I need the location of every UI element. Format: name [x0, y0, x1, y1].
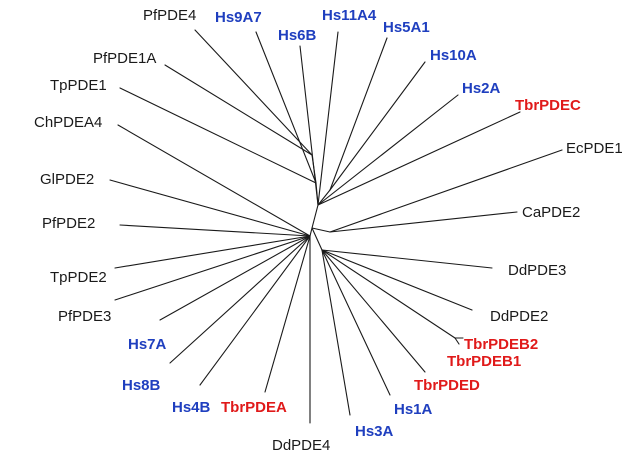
branch-pfpde1a [164, 64, 313, 156]
branch-hs8b [169, 235, 311, 364]
branch-hs3a [321, 249, 351, 416]
branch-ddpde2 [321, 249, 473, 311]
branch-tbrpdec [317, 111, 521, 206]
branch-tppde1 [119, 87, 317, 184]
leaf-label-hs5a1: Hs5A1 [383, 19, 430, 36]
leaf-label-hs10a: Hs10A [430, 47, 477, 64]
branch-pfpde3 [114, 235, 311, 301]
branch-hs4b [199, 235, 311, 386]
branch-glpde2 [109, 179, 311, 237]
branch-chpdea4 [117, 124, 311, 237]
leaf-label-hs3a: Hs3A [355, 423, 394, 440]
branch-internal [317, 189, 331, 206]
branch-hs2a [317, 94, 459, 206]
leaf-label-tbrpdea: TbrPDEA [221, 399, 287, 416]
leaf-label-ddpde2: DdPDE2 [490, 308, 548, 325]
leaf-label-ecpde1: EcPDE1 [566, 140, 623, 157]
leaf-label-ddpde3: DdPDE3 [508, 262, 566, 279]
leaf-label-pfpde2: PfPDE2 [42, 215, 95, 232]
branch-hs1a [321, 249, 391, 396]
branch-hs10a [329, 61, 426, 191]
branch-hs6b [299, 45, 319, 206]
leaf-label-capde2: CaPDE2 [522, 204, 580, 221]
branch-ecpde1 [329, 149, 563, 233]
leaf-label-hs11a4: Hs11A4 [322, 7, 377, 24]
leaf-label-hs7a: Hs7A [128, 336, 167, 353]
leaf-label-hs9a7: Hs9A7 [215, 9, 262, 26]
branch-tbrpdeb [321, 249, 456, 339]
leaf-label-tppde1: TpPDE1 [50, 77, 107, 94]
leaf-label-ddpde4: DdPDE4 [272, 437, 330, 454]
leaf-label-hs6b: Hs6B [278, 27, 317, 44]
branch-hs7a [159, 235, 311, 321]
branch-tppde2 [114, 235, 311, 269]
leaf-label-tppde2: TpPDE2 [50, 269, 107, 286]
leaf-label-pfpde3: PfPDE3 [58, 308, 111, 325]
leaf-label-pfpde4: PfPDE4 [143, 7, 196, 24]
branch-hs11a4 [317, 31, 339, 206]
leaf-label-tbrpdec: TbrPDEC [515, 97, 581, 114]
branch-ddpde3 [321, 249, 493, 269]
leaf-label-tbrpdeb1: TbrPDEB1 [447, 353, 521, 370]
leaf-label-tbrpded: TbrPDED [414, 377, 480, 394]
branch-tbrpdea [264, 235, 311, 393]
branch-tbrpdeb-split-b [454, 337, 460, 345]
branch-internal [311, 204, 319, 229]
branch-capde2 [329, 211, 518, 233]
branch-hs9a7 [255, 31, 317, 184]
branch-internal [311, 227, 323, 251]
branch-internal [309, 227, 313, 237]
leaf-label-chpdea4: ChPDEA4 [34, 114, 102, 131]
branch-tbrpded [321, 249, 426, 373]
leaf-label-hs1a: Hs1A [394, 401, 433, 418]
leaf-label-glpde2: GlPDE2 [40, 171, 94, 188]
branch-internal [311, 227, 331, 233]
leaf-label-tbrpdeb2: TbrPDEB2 [464, 336, 538, 353]
leaf-label-hs8b: Hs8B [122, 377, 161, 394]
leaf-label-pfpde1a: PfPDE1A [93, 50, 156, 67]
leaf-label-hs4b: Hs4B [172, 399, 211, 416]
branch-hs5a1 [329, 37, 388, 191]
branch-pfpde4 [194, 29, 313, 156]
leaf-label-hs2a: Hs2A [462, 80, 501, 97]
tree-labels: PfPDE4 Hs9A7 Hs6B Hs11A4 Hs5A1 Hs10A Hs2… [34, 7, 623, 454]
tree-branches [109, 29, 563, 424]
branch-pfpde2 [119, 224, 311, 237]
